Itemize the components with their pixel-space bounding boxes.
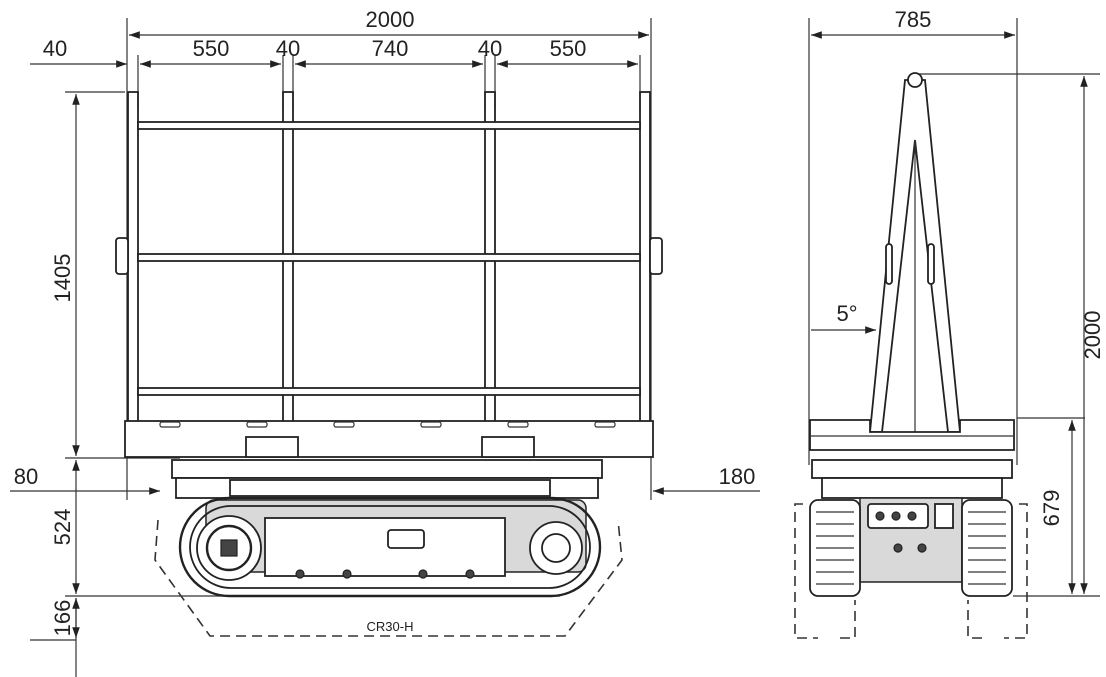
side-track	[178, 496, 602, 598]
overhang-left-label: 80	[14, 464, 38, 489]
side-view: 2000 40 550 40 740 40 550 1405 524 166 8…	[10, 7, 760, 677]
segment-label-5: 40	[478, 36, 502, 61]
front-envelope-left	[794, 503, 856, 639]
frame-height-label: 1405	[50, 254, 75, 303]
model-label: CR30-H	[367, 619, 414, 634]
front-view: 785 2000 679 5°	[794, 7, 1105, 639]
front-envelope-right	[967, 503, 1028, 639]
side-chassis	[171, 459, 603, 579]
ground-clearance-label: 166	[50, 600, 75, 637]
segment-label-4: 740	[372, 36, 409, 61]
front-a-frame	[809, 72, 1015, 451]
side-overall-width-label: 2000	[366, 7, 415, 32]
segment-label-6: 550	[550, 36, 587, 61]
overhang-right-label: 180	[719, 464, 756, 489]
front-chassis	[811, 459, 1013, 583]
platform-height-label: 679	[1039, 490, 1064, 527]
segment-label-1: 40	[43, 36, 67, 61]
segment-label-3: 40	[276, 36, 300, 61]
segment-label-2: 550	[193, 36, 230, 61]
chassis-height-label: 524	[50, 509, 75, 546]
front-width-label: 785	[895, 7, 932, 32]
side-envelope	[154, 519, 623, 637]
angle-label: 5°	[836, 301, 857, 326]
side-rack-frame	[115, 91, 663, 458]
front-height-label: 2000	[1080, 311, 1105, 360]
front-tracks	[809, 499, 1013, 597]
